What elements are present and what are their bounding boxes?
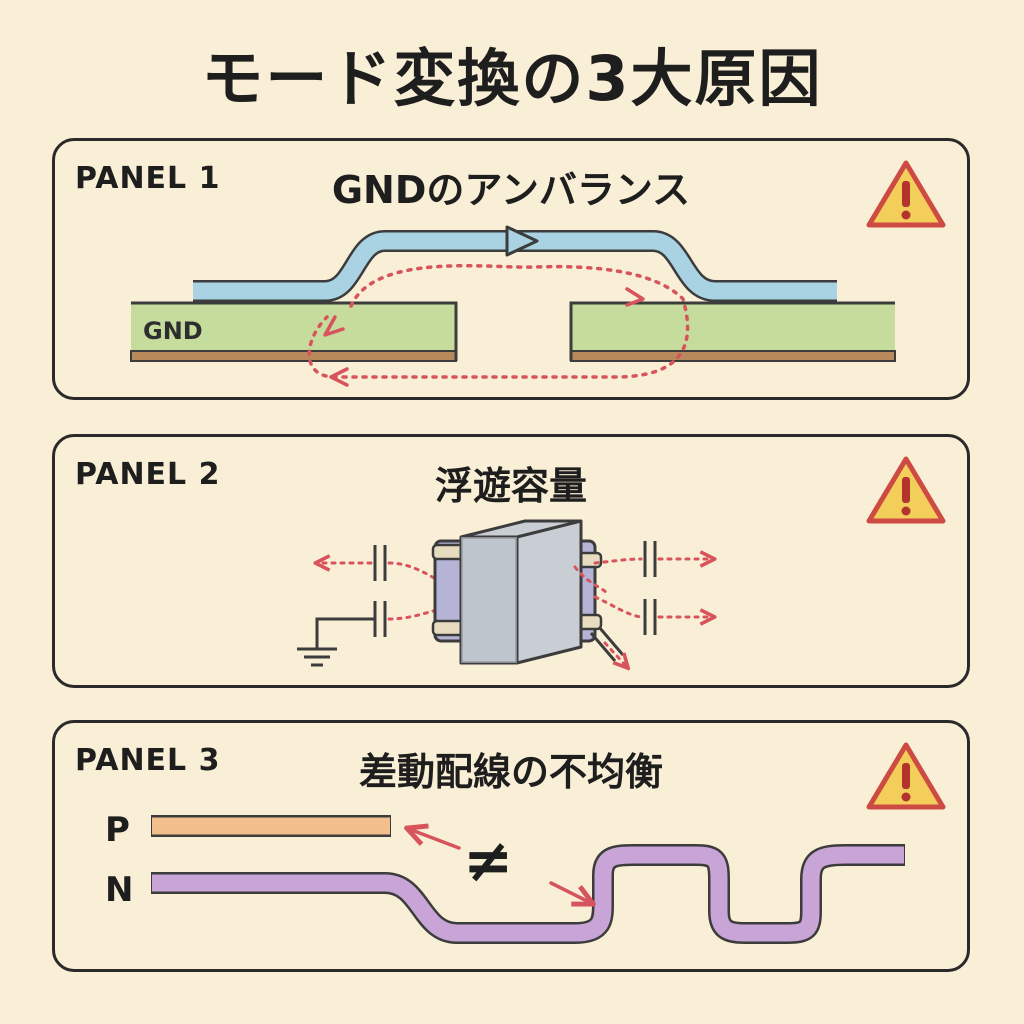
transformer-icon — [431, 519, 603, 665]
return-current-path — [307, 264, 690, 379]
panel-label: PANEL 2 — [75, 457, 221, 492]
leakage-arrow — [593, 595, 643, 619]
differential-pair-diagram: P N ≠ — [105, 810, 905, 944]
capacitor-icon — [373, 601, 387, 637]
panel-label: PANEL 3 — [75, 743, 221, 778]
gnd-diagram: GND — [130, 225, 896, 387]
panel-gnd-imbalance: PANEL 1 GNDのアンバランス GND — [52, 138, 970, 400]
ground-icon — [297, 617, 375, 667]
transformer-diagram — [297, 519, 967, 685]
leakage-arrow — [573, 565, 609, 595]
n-trace — [151, 844, 905, 944]
capacitor-icon — [643, 599, 657, 635]
capacitor-icon — [589, 626, 625, 662]
panel-heading: GNDのアンバランス — [331, 168, 691, 212]
panel-heading: 差動配線の不均衡 — [358, 750, 663, 794]
signal-arrow-icon — [505, 225, 539, 257]
not-equal-sign: ≠ — [463, 826, 513, 896]
warning-icon — [866, 160, 946, 228]
capacitor-icon — [373, 545, 387, 581]
panel-label: PANEL 1 — [75, 161, 221, 196]
return-arrow-icon — [329, 367, 349, 387]
gnd-plane-right — [569, 301, 896, 362]
gnd-label: GND — [143, 317, 203, 345]
leakage-arrow — [387, 603, 463, 621]
page-title: モード変換の3大原因 — [201, 42, 823, 115]
gnd-plane-left — [130, 301, 458, 362]
p-label: P — [105, 810, 130, 850]
panel-heading: 浮遊容量 — [434, 464, 587, 508]
return-arrow-icon — [323, 315, 345, 337]
panel-stray-capacitance: PANEL 2 浮遊容量 — [52, 434, 970, 688]
capacitor-icon — [643, 541, 657, 577]
return-arrow-icon — [625, 287, 645, 307]
panel-differential-imbalance: PANEL 3 差動配線の不均衡 P N ≠ — [52, 720, 970, 972]
n-label: N — [105, 870, 133, 910]
leakage-arrow — [603, 641, 627, 667]
compare-arrow — [409, 829, 461, 850]
warning-icon — [866, 742, 946, 810]
compare-arrow — [549, 881, 591, 903]
warning-icon — [866, 456, 946, 524]
